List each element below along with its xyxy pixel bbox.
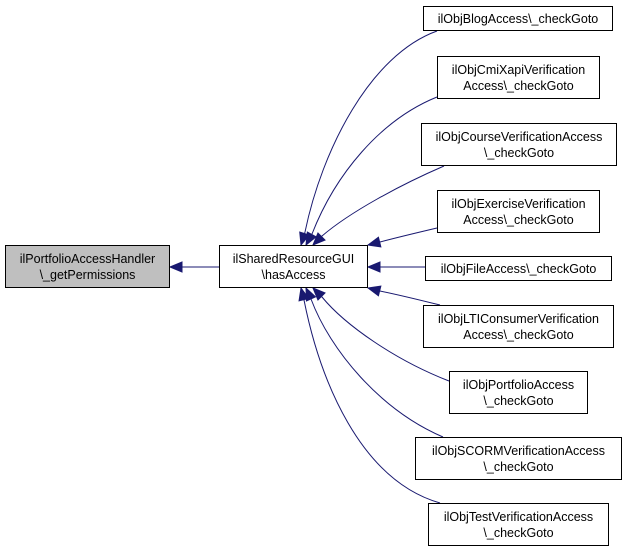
node-lti-consumer-verification-access-check-goto[interactable]: ilObjLTIConsumerVerification Access\_che… bbox=[423, 305, 614, 348]
edge-cmixapi-to-shared_resource_has_access bbox=[305, 96, 438, 246]
node-label-line: ilObjBlogAccess\_checkGoto bbox=[437, 11, 599, 26]
node-exercise-verification-access-check-goto[interactable]: ilObjExerciseVerification Access\_checkG… bbox=[437, 190, 600, 233]
node-label-line: ilObjFileAccess\_checkGoto bbox=[440, 261, 597, 276]
node-label-line: Access\_checkGoto bbox=[463, 327, 574, 342]
edge-course-to-shared_resource_has_access bbox=[312, 165, 445, 246]
node-label-line: \_getPermissions bbox=[39, 267, 136, 282]
node-shared-resource-gui-has-access[interactable]: ilSharedResourceGUI \hasAccess bbox=[219, 245, 368, 288]
node-label-line: ilObjExerciseVerification bbox=[451, 196, 586, 211]
arrowhead-icon bbox=[305, 231, 318, 247]
node-label-line: \_checkGoto bbox=[483, 393, 554, 408]
node-label-line: \_checkGoto bbox=[483, 145, 555, 160]
node-label-line: \hasAccess bbox=[261, 267, 326, 282]
arrowhead-icon bbox=[298, 286, 310, 302]
node-label-line: Access\_checkGoto bbox=[463, 212, 574, 227]
node-portfolio-access-handler-get-permissions[interactable]: ilPortfolioAccessHandler \_getPermission… bbox=[5, 245, 170, 288]
node-label-line: ilObjSCORMVerificationAccess bbox=[432, 443, 605, 458]
node-label-line: ilObjCmiXapiVerification bbox=[451, 62, 586, 77]
node-label-line: ilObjLTIConsumerVerification bbox=[438, 311, 599, 326]
node-file-access-check-goto[interactable]: ilObjFileAccess\_checkGoto bbox=[425, 256, 612, 281]
node-label-line: Access\_checkGoto bbox=[463, 78, 574, 93]
edge-portfolio-to-shared_resource_has_access bbox=[312, 287, 450, 382]
node-label-line: ilSharedResourceGUI bbox=[232, 251, 355, 266]
node-course-verification-access-check-goto[interactable]: ilObjCourseVerificationAccess \_checkGot… bbox=[421, 123, 617, 166]
edge-blog-to-shared_resource_has_access bbox=[300, 30, 438, 246]
node-portfolio-access-check-goto[interactable]: ilObjPortfolioAccess \_checkGoto bbox=[449, 371, 588, 414]
arrowhead-icon bbox=[366, 285, 382, 297]
node-label-line: ilPortfolioAccessHandler bbox=[19, 251, 156, 266]
node-test-verification-access-check-goto[interactable]: ilObjTestVerificationAccess \_checkGoto bbox=[428, 503, 609, 546]
node-cmixapi-verification-access-check-goto[interactable]: ilObjCmiXapiVerification Access\_checkGo… bbox=[437, 56, 600, 99]
edge-test-to-shared_resource_has_access bbox=[300, 287, 441, 504]
node-blog-access-check-goto[interactable]: ilObjBlogAccess\_checkGoto bbox=[423, 6, 613, 31]
arrowhead-icon bbox=[312, 232, 326, 246]
node-label-line: \_checkGoto bbox=[483, 459, 554, 474]
node-label-line: ilObjTestVerificationAccess bbox=[443, 509, 594, 524]
node-label-line: \_checkGoto bbox=[483, 525, 554, 540]
edge-scorm-to-shared_resource_has_access bbox=[305, 287, 444, 438]
node-label-line: ilObjCourseVerificationAccess bbox=[435, 129, 603, 144]
arrowhead-icon bbox=[312, 287, 326, 301]
node-label-line: ilObjPortfolioAccess bbox=[462, 377, 575, 392]
arrowhead-icon bbox=[366, 236, 382, 248]
arrowhead-icon bbox=[366, 261, 381, 273]
arrowhead-icon bbox=[168, 261, 183, 273]
node-scorm-verification-access-check-goto[interactable]: ilObjSCORMVerificationAccess \_checkGoto bbox=[415, 437, 622, 480]
